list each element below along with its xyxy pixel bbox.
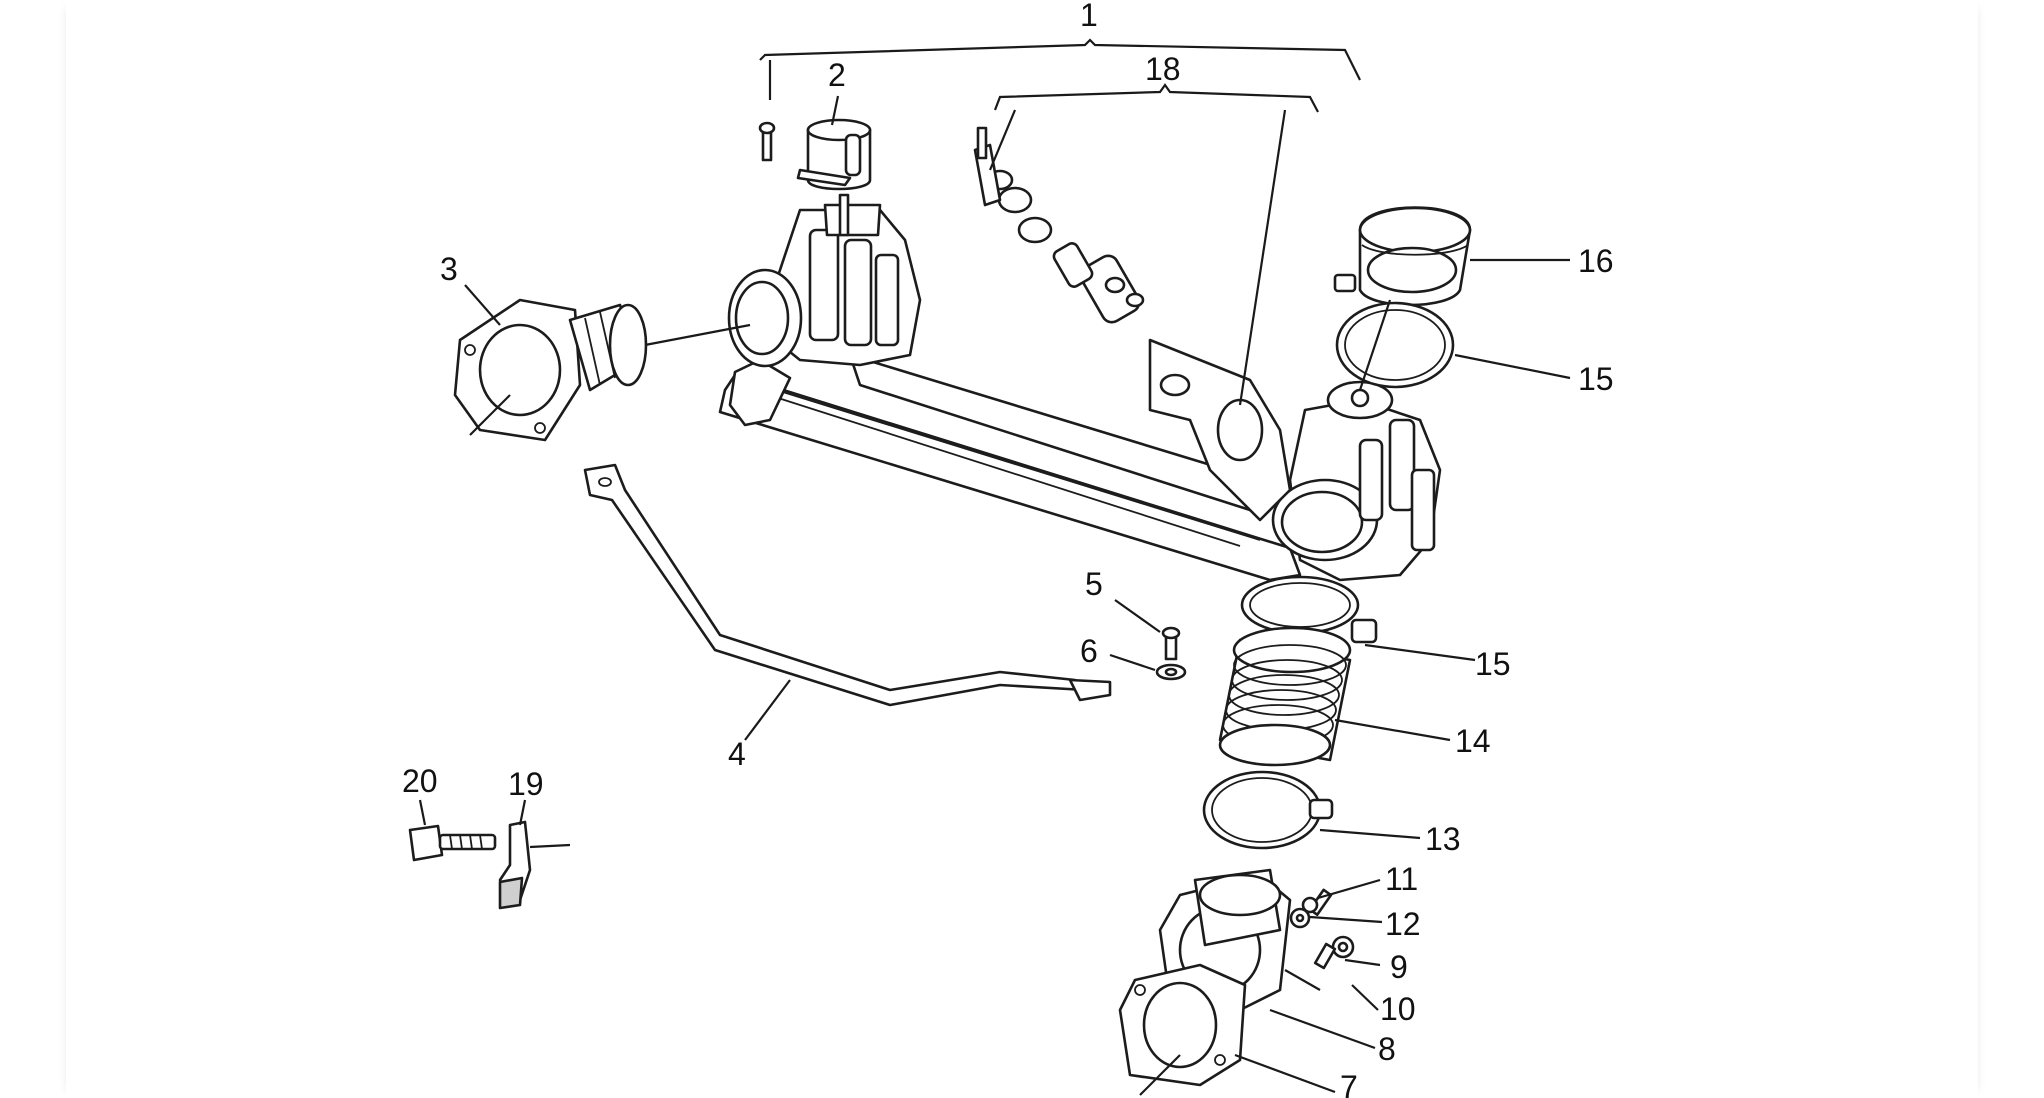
callout-6: 6 <box>1080 633 1098 669</box>
callout-5: 5 <box>1085 566 1103 602</box>
manifold-rail <box>718 353 1302 582</box>
part-18-bracket-assembly <box>973 126 1292 522</box>
callout-7: 7 <box>1340 1069 1358 1098</box>
callout-15-upper: 15 <box>1578 361 1614 397</box>
part-15-upper-clamp <box>1333 273 1455 389</box>
callout-9: 9 <box>1390 949 1408 985</box>
callout-13: 13 <box>1425 821 1461 857</box>
callout-12: 12 <box>1385 906 1421 942</box>
part-7-flange <box>1118 963 1247 1087</box>
callout-19: 19 <box>508 766 544 802</box>
right-throttle-body <box>1271 380 1442 582</box>
callout-16: 16 <box>1578 243 1614 279</box>
callout-18: 18 <box>1145 51 1181 87</box>
part-16-sleeve <box>1358 206 1472 307</box>
callout-14: 14 <box>1455 723 1491 759</box>
part-19-bracket <box>498 820 532 910</box>
callout-2: 2 <box>828 57 846 93</box>
callout-1: 1 <box>1080 0 1098 33</box>
diagram-panel <box>66 0 1978 1098</box>
part-20-bolt <box>408 824 497 862</box>
callout-10: 10 <box>1380 991 1416 1027</box>
part-14-corrugated-hose <box>1218 626 1352 767</box>
callout-15-lower: 15 <box>1475 646 1511 682</box>
callout-11: 11 <box>1385 861 1418 897</box>
part-13-clamp <box>1202 770 1334 850</box>
callout-8: 8 <box>1378 1031 1396 1067</box>
callout-labels: 1 2 3 4 5 6 7 8 9 10 11 12 13 14 15 15 1… <box>402 0 1614 1098</box>
callout-3: 3 <box>440 251 458 287</box>
callout-4: 4 <box>728 736 746 772</box>
part-3-intake-flange <box>453 298 648 442</box>
left-throttle-body <box>727 193 922 368</box>
callout-20: 20 <box>402 763 438 799</box>
part-4-support-bar <box>583 463 1112 707</box>
leader-lines <box>418 38 1571 1096</box>
small-hardware <box>1155 626 1355 970</box>
part-2-cap <box>758 118 872 191</box>
